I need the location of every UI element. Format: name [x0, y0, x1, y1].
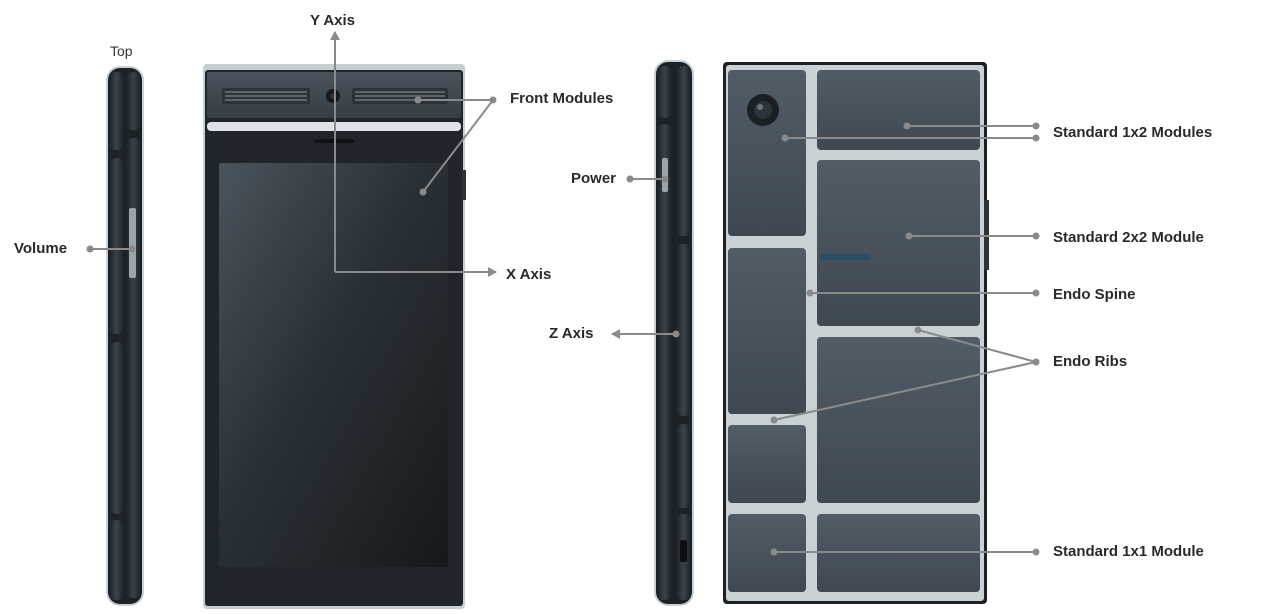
- callout-lines: [90, 31, 1037, 553]
- module-1x2-top: [817, 70, 980, 150]
- callout-dots: [86, 96, 1040, 556]
- label-front-modules: Front Modules: [510, 90, 614, 107]
- label-endo-spine: Endo Spine: [1053, 286, 1136, 303]
- label-x-axis: X Axis: [506, 266, 552, 283]
- back-view: [723, 62, 989, 604]
- label-top: Top: [110, 43, 133, 59]
- module-2x2: [817, 160, 980, 326]
- label-y-axis: Y Axis: [310, 12, 356, 29]
- front-view: [203, 64, 466, 609]
- label-standard-1x2-modules: Standard 1x2 Modules: [1053, 124, 1213, 141]
- label-volume: Volume: [14, 240, 68, 257]
- label-power: Power: [571, 170, 617, 187]
- label-standard-1x1-module: Standard 1x1 Module: [1053, 543, 1204, 560]
- module-right-lower: [817, 337, 980, 503]
- label-endo-ribs: Endo Ribs: [1053, 353, 1128, 370]
- label-z-axis: Z Axis: [549, 325, 594, 342]
- module-left-middle: [728, 248, 806, 414]
- module-left-lower: [728, 425, 806, 503]
- module-1x1: [728, 514, 806, 592]
- side-view-left: [106, 66, 144, 606]
- label-standard-2x2-module: Standard 2x2 Module: [1053, 229, 1204, 246]
